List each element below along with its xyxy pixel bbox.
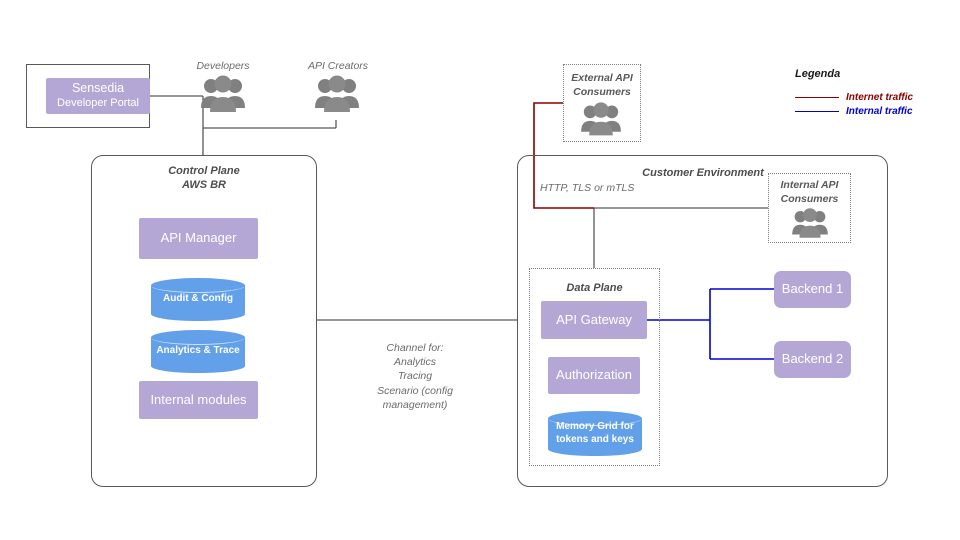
backend-2-label: Backend 2 — [781, 351, 844, 367]
portal-title-line1: Sensedia — [71, 81, 125, 96]
cylinder-top — [151, 330, 245, 345]
internal-modules-box[interactable]: Internal modules — [139, 381, 258, 419]
legend-title: Legenda — [795, 68, 841, 80]
legend-swatch-internet — [795, 97, 839, 98]
external-api-consumers-box — [563, 64, 641, 142]
authorization-box[interactable]: Authorization — [548, 357, 640, 394]
people-group-icon — [788, 207, 832, 241]
internal-api-consumers-label: Internal API Consumers — [780, 179, 839, 205]
people-group-icon — [578, 101, 624, 137]
portal-title-line2: Developer Portal — [57, 96, 139, 109]
legend-swatch-internal — [795, 111, 839, 112]
legend-entry-internal: Internal traffic — [795, 106, 913, 117]
data-plane-title: Data Plane — [566, 282, 623, 294]
developers-label: Developers — [196, 60, 250, 72]
api-gateway-label: API Gateway — [556, 311, 632, 327]
audit-and-config-label: Audit & Config — [163, 293, 233, 305]
legend-label-internal: Internal traffic — [846, 106, 913, 117]
analytics-and-trace-label: Analytics & Trace — [156, 345, 240, 357]
people-group-icon — [200, 74, 246, 116]
api-gateway-box[interactable]: API Gateway — [541, 301, 647, 339]
channel-note: Channel for: Analytics Tracing Scenario … — [377, 342, 453, 411]
api-manager-box[interactable]: API Manager — [139, 218, 258, 259]
memory-grid-cylinder[interactable]: Memory Grid for tokens and keys — [548, 411, 642, 456]
external-api-consumers-label: External API Consumers — [571, 72, 633, 98]
analytics-and-trace-cylinder[interactable]: Analytics & Trace — [151, 330, 245, 373]
legend: Legenda Internet traffic Internal traffi… — [795, 68, 935, 118]
memory-grid-label: Memory Grid for tokens and keys — [556, 421, 634, 445]
cylinder-top — [151, 278, 245, 293]
legend-label-internet: Internet traffic — [846, 92, 914, 103]
api-manager-label: API Manager — [160, 230, 237, 246]
api-creators-label: API Creators — [307, 60, 369, 72]
control-plane-title: Control Plane AWS BR — [168, 165, 240, 192]
legend-entry-internet: Internet traffic — [795, 92, 913, 103]
cylinder-top — [548, 411, 642, 426]
customer-environment-title: Customer Environment — [642, 167, 764, 179]
sensedia-developer-portal-box[interactable]: Sensedia Developer Portal — [46, 78, 150, 114]
internal-api-consumers-box — [768, 173, 851, 243]
backend-1-label: Backend 1 — [781, 281, 844, 297]
backend-1-box[interactable]: Backend 1 — [774, 271, 851, 308]
data-plane-container — [529, 268, 660, 466]
protocol-label: HTTP, TLS or mTLS — [540, 182, 635, 194]
control-plane-container — [91, 155, 317, 487]
backend-2-box[interactable]: Backend 2 — [774, 341, 851, 378]
audit-and-config-cylinder[interactable]: Audit & Config — [151, 278, 245, 321]
authorization-label: Authorization — [556, 367, 632, 383]
customer-environment-container — [517, 155, 888, 487]
internal-modules-label: Internal modules — [150, 391, 247, 407]
people-group-icon — [314, 74, 360, 116]
